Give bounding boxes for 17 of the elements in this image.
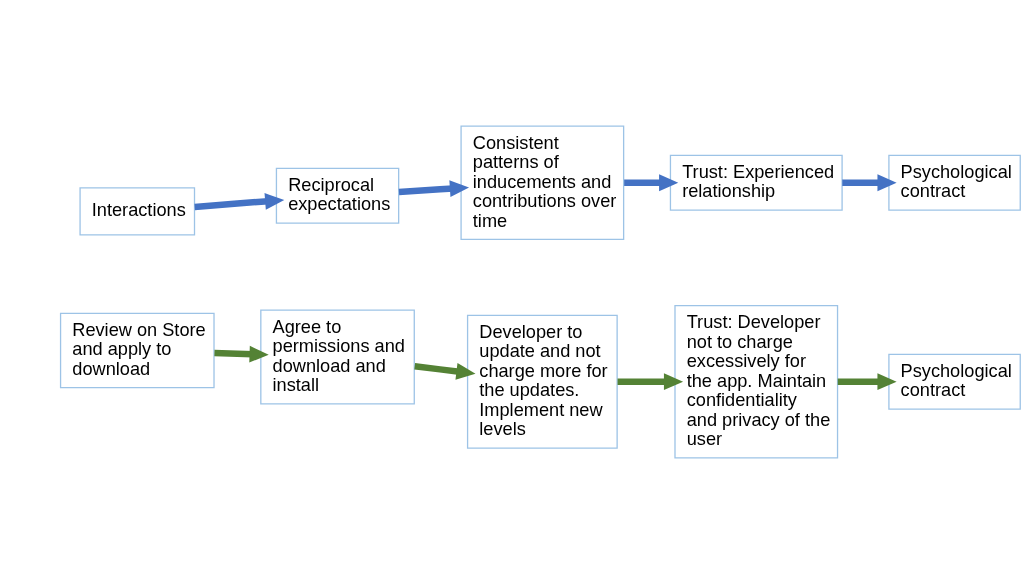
node-box: Agree to permissions and download and install	[260, 309, 415, 405]
node-box: Review on Store and apply to download	[59, 312, 215, 389]
arrow	[842, 174, 897, 192]
arrow	[398, 180, 470, 197]
node-box: Trust: Experienced relationship	[669, 154, 843, 211]
node-box: Developer to update and not charge more for the updates. Implement new levels	[466, 314, 618, 449]
node-box: Psychological contract	[888, 353, 1021, 410]
arrow	[414, 363, 476, 380]
node-box: Interactions	[79, 187, 196, 236]
arrow	[194, 193, 285, 211]
node-box: Psychological contract	[888, 154, 1021, 211]
arrow	[214, 345, 269, 363]
node-box: Consistent patterns of inducements and contributions over time	[460, 125, 625, 240]
node-box: Reciprocal expectations	[275, 167, 400, 224]
arrow	[617, 373, 684, 391]
node-box: Trust: Developer not to charge excessively for the app. Maintain confidentiality and privacy of the user	[674, 305, 839, 459]
arrow	[837, 373, 897, 391]
